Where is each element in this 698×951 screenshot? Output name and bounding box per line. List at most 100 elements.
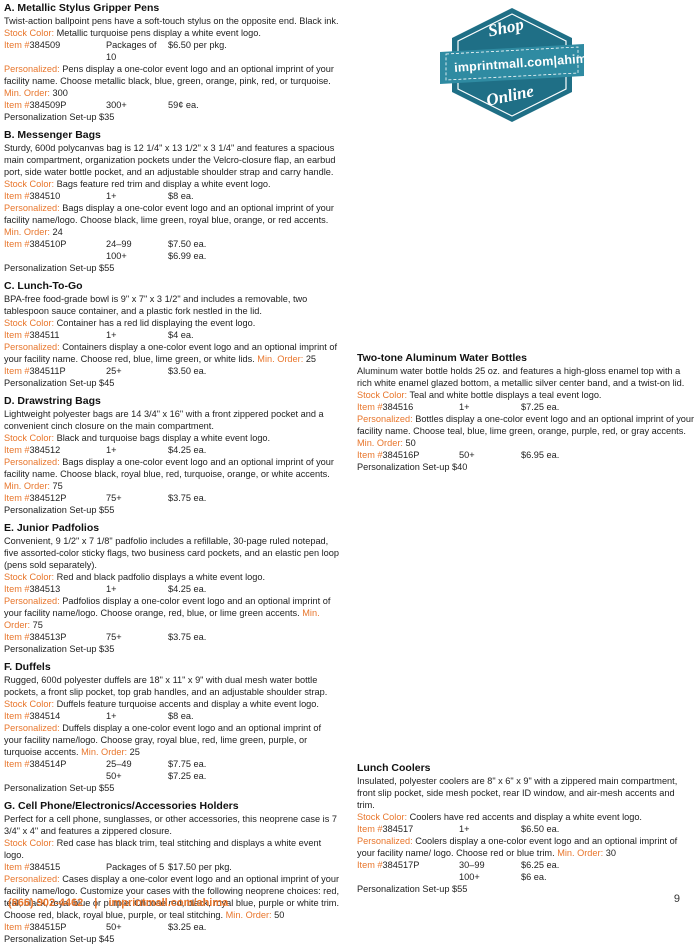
- min-order-label: Min. Order:: [4, 481, 50, 491]
- personalized-line: Personalized: Coolers display a one-colo…: [357, 835, 695, 859]
- stock-color-text: Bags feature red trim and display a whit…: [56, 179, 271, 189]
- product-section: G. Cell Phone/Electronics/Accessories Ho…: [4, 800, 340, 945]
- stock-color-label: Stock Color:: [4, 318, 55, 328]
- stock-color-text: Container has a red lid displaying the e…: [56, 318, 256, 328]
- price-cell: $7.50 ea.: [168, 239, 207, 249]
- personalized-label: Personalized:: [4, 723, 60, 733]
- stock-color-line: Stock Color: Metallic turquoise pens dis…: [4, 27, 340, 39]
- min-order-label: Min. Order:: [4, 227, 50, 237]
- personalized-label: Personalized:: [4, 203, 60, 213]
- setup-fee: Personalization Set-up $55: [4, 783, 115, 793]
- product-description: Twist-action ballpoint pens have a soft-…: [4, 16, 339, 26]
- item-number: 384516P: [382, 450, 420, 460]
- product-title: B. Messenger Bags: [4, 129, 101, 141]
- price-row: 100+$6 ea.: [357, 871, 695, 883]
- shop-online-badge[interactable]: Shop imprintmall.com|ahima Online: [440, 6, 595, 124]
- personalized-label: Personalized:: [4, 596, 60, 606]
- price-cell: $3.25 ea.: [168, 922, 207, 932]
- stock-color-line: Stock Color: Coolers have red accents an…: [357, 811, 695, 823]
- item-number-cell: Item #384514: [4, 710, 106, 722]
- personalized-label: Personalized:: [4, 874, 60, 884]
- personalized-text: Padfolios display a one-color event logo…: [4, 596, 331, 618]
- price-cell: $4.25 ea.: [168, 584, 207, 594]
- quantity-cell: 75+: [106, 632, 122, 642]
- min-order-value: 300: [52, 88, 68, 98]
- stock-color-label: Stock Color:: [357, 812, 408, 822]
- price-row: 100+$6.99 ea.: [4, 250, 340, 262]
- personalized-line: Personalized: Padfolios display a one-co…: [4, 595, 340, 631]
- item-number-cell: Item #384515P: [4, 921, 106, 933]
- item-label: Item #: [4, 40, 30, 50]
- item-number-cell: Item #384515: [4, 861, 106, 873]
- min-order-value: 50: [274, 910, 285, 920]
- price-cell: $7.75 ea.: [168, 759, 207, 769]
- item-number: 384514: [29, 711, 61, 721]
- item-number: 384511: [29, 330, 60, 340]
- setup-fee: Personalization Set-up $40: [357, 462, 468, 472]
- price-row: 50+$7.25 ea.: [4, 770, 340, 782]
- stock-color-label: Stock Color:: [4, 179, 55, 189]
- item-label: Item #: [357, 860, 383, 870]
- item-number-cell: Item #384511: [4, 329, 106, 341]
- price-cell: $8 ea.: [168, 711, 194, 721]
- quantity-cell: 300+: [106, 100, 127, 110]
- stock-color-text: Red case has black trim, teal stitching …: [4, 838, 322, 860]
- item-number: 384509P: [29, 100, 67, 110]
- min-order-value: 25: [305, 354, 317, 364]
- item-number: 384509: [29, 40, 61, 50]
- price-cell: $4.25 ea.: [168, 445, 207, 455]
- price-cell: $3.75 ea.: [168, 493, 207, 503]
- product-description: Aluminum water bottle holds 25 oz. and f…: [357, 366, 685, 388]
- stock-color-text: Coolers have red accents and display a w…: [409, 812, 642, 822]
- quantity-cell: 100+: [459, 872, 480, 882]
- price-cell: 59¢ ea.: [168, 100, 199, 110]
- price-cell: $7.25 ea.: [168, 771, 207, 781]
- personalized-label: Personalized:: [4, 64, 60, 74]
- price-cell: $6.25 ea.: [521, 860, 560, 870]
- product-title: A. Metallic Stylus Gripper Pens: [4, 2, 160, 14]
- quantity-cell: 1+: [106, 445, 117, 455]
- price-cell: $6.95 ea.: [521, 450, 560, 460]
- personalized-text: Duffels display a one-color event logo a…: [4, 723, 322, 757]
- product-title: F. Duffels: [4, 661, 51, 673]
- item-number-cell: Item #384512: [4, 444, 106, 456]
- stock-color-text: Black and turquoise bags display a white…: [56, 433, 271, 443]
- price-cell: $4 ea.: [168, 330, 194, 340]
- personalized-text: Bags display a one-color event logo and …: [4, 203, 334, 225]
- setup-fee: Personalization Set-up $55: [4, 505, 115, 515]
- quantity-cell: 1+: [106, 330, 117, 340]
- footer-url-link[interactable]: imprintmall.com/ahima: [108, 897, 229, 909]
- personalized-line: Personalized: Containers display a one-c…: [4, 341, 340, 365]
- item-label: Item #: [4, 711, 30, 721]
- min-order-value: 75: [52, 481, 63, 491]
- footer-separator: |: [94, 897, 98, 909]
- quantity-cell: 25–49: [106, 759, 132, 769]
- quantity-cell: 1+: [106, 584, 117, 594]
- setup-fee: Personalization Set-up $35: [4, 644, 115, 654]
- product-description: BPA-free food-grade bowl is 9" x 7" x 3 …: [4, 294, 308, 316]
- quantity-cell: 100+: [106, 251, 127, 261]
- item-number: 384510: [29, 191, 61, 201]
- item-label: Item #: [4, 100, 30, 110]
- item-number-cell: [4, 250, 106, 262]
- item-number: 384517: [382, 824, 414, 834]
- personalized-line: Personalized: Bottles display a one-colo…: [357, 413, 695, 449]
- setup-fee: Personalization Set-up $55: [357, 884, 468, 894]
- item-label: Item #: [4, 239, 30, 249]
- item-number-cell: [4, 770, 106, 782]
- quantity-cell: 75+: [106, 493, 122, 503]
- product-title: C. Lunch-To-Go: [4, 280, 83, 292]
- item-label: Item #: [357, 402, 383, 412]
- item-number-cell: Item #384516: [357, 401, 459, 413]
